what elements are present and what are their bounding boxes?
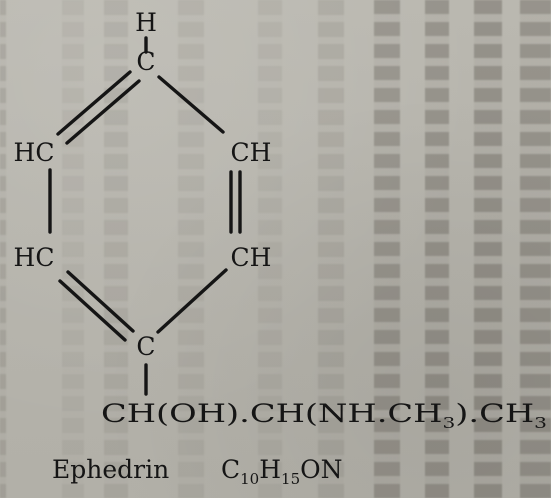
atom-upper-right: CH [231,138,272,167]
bleed-column [178,0,204,498]
bond-bottom-right [156,268,228,334]
bleed-column [474,0,502,498]
bond-top-right [157,75,225,134]
side-chain-subscript-2: 3 [534,414,547,432]
side-chain-part-4: ).CH [455,399,534,428]
bleed-column [318,0,344,498]
side-chain-subscript-1: 3 [442,414,455,432]
atom-top-c: C [136,47,155,76]
bleed-column [0,0,6,498]
side-chain-part-1: CH [101,399,156,428]
compound-name: Ephedrin [52,455,169,484]
formula-rest: ON [300,455,342,484]
side-chain-part-3: (NH.CH [305,399,443,428]
formula-c: C [221,455,240,484]
molecular-formula: C10H15ON [221,455,343,488]
atom-top-h: H [135,8,157,37]
atom-labels: H C HC CH HC CH C [14,8,272,361]
atom-upper-left: HC [14,138,55,167]
atom-lower-left: HC [14,243,55,272]
bond-double-top-left-a [56,70,132,136]
formula-h-subscript: 15 [281,470,300,488]
bond-double-bottom-left-a [66,270,135,333]
bond-lines [48,36,242,396]
bleed-column [520,0,551,498]
bleed-column [258,0,282,498]
bleed-column [374,0,400,498]
bond-double-bottom-left-b [58,279,127,342]
bleed-column [425,0,449,498]
formula-c-subscript: 10 [240,470,259,488]
formula-h: H [259,455,281,484]
bond-double-top-left-b [65,79,141,145]
atom-bottom-c: C [136,332,155,361]
side-chain-part-2: (OH).CH [156,399,305,428]
atom-lower-right: CH [231,243,272,272]
